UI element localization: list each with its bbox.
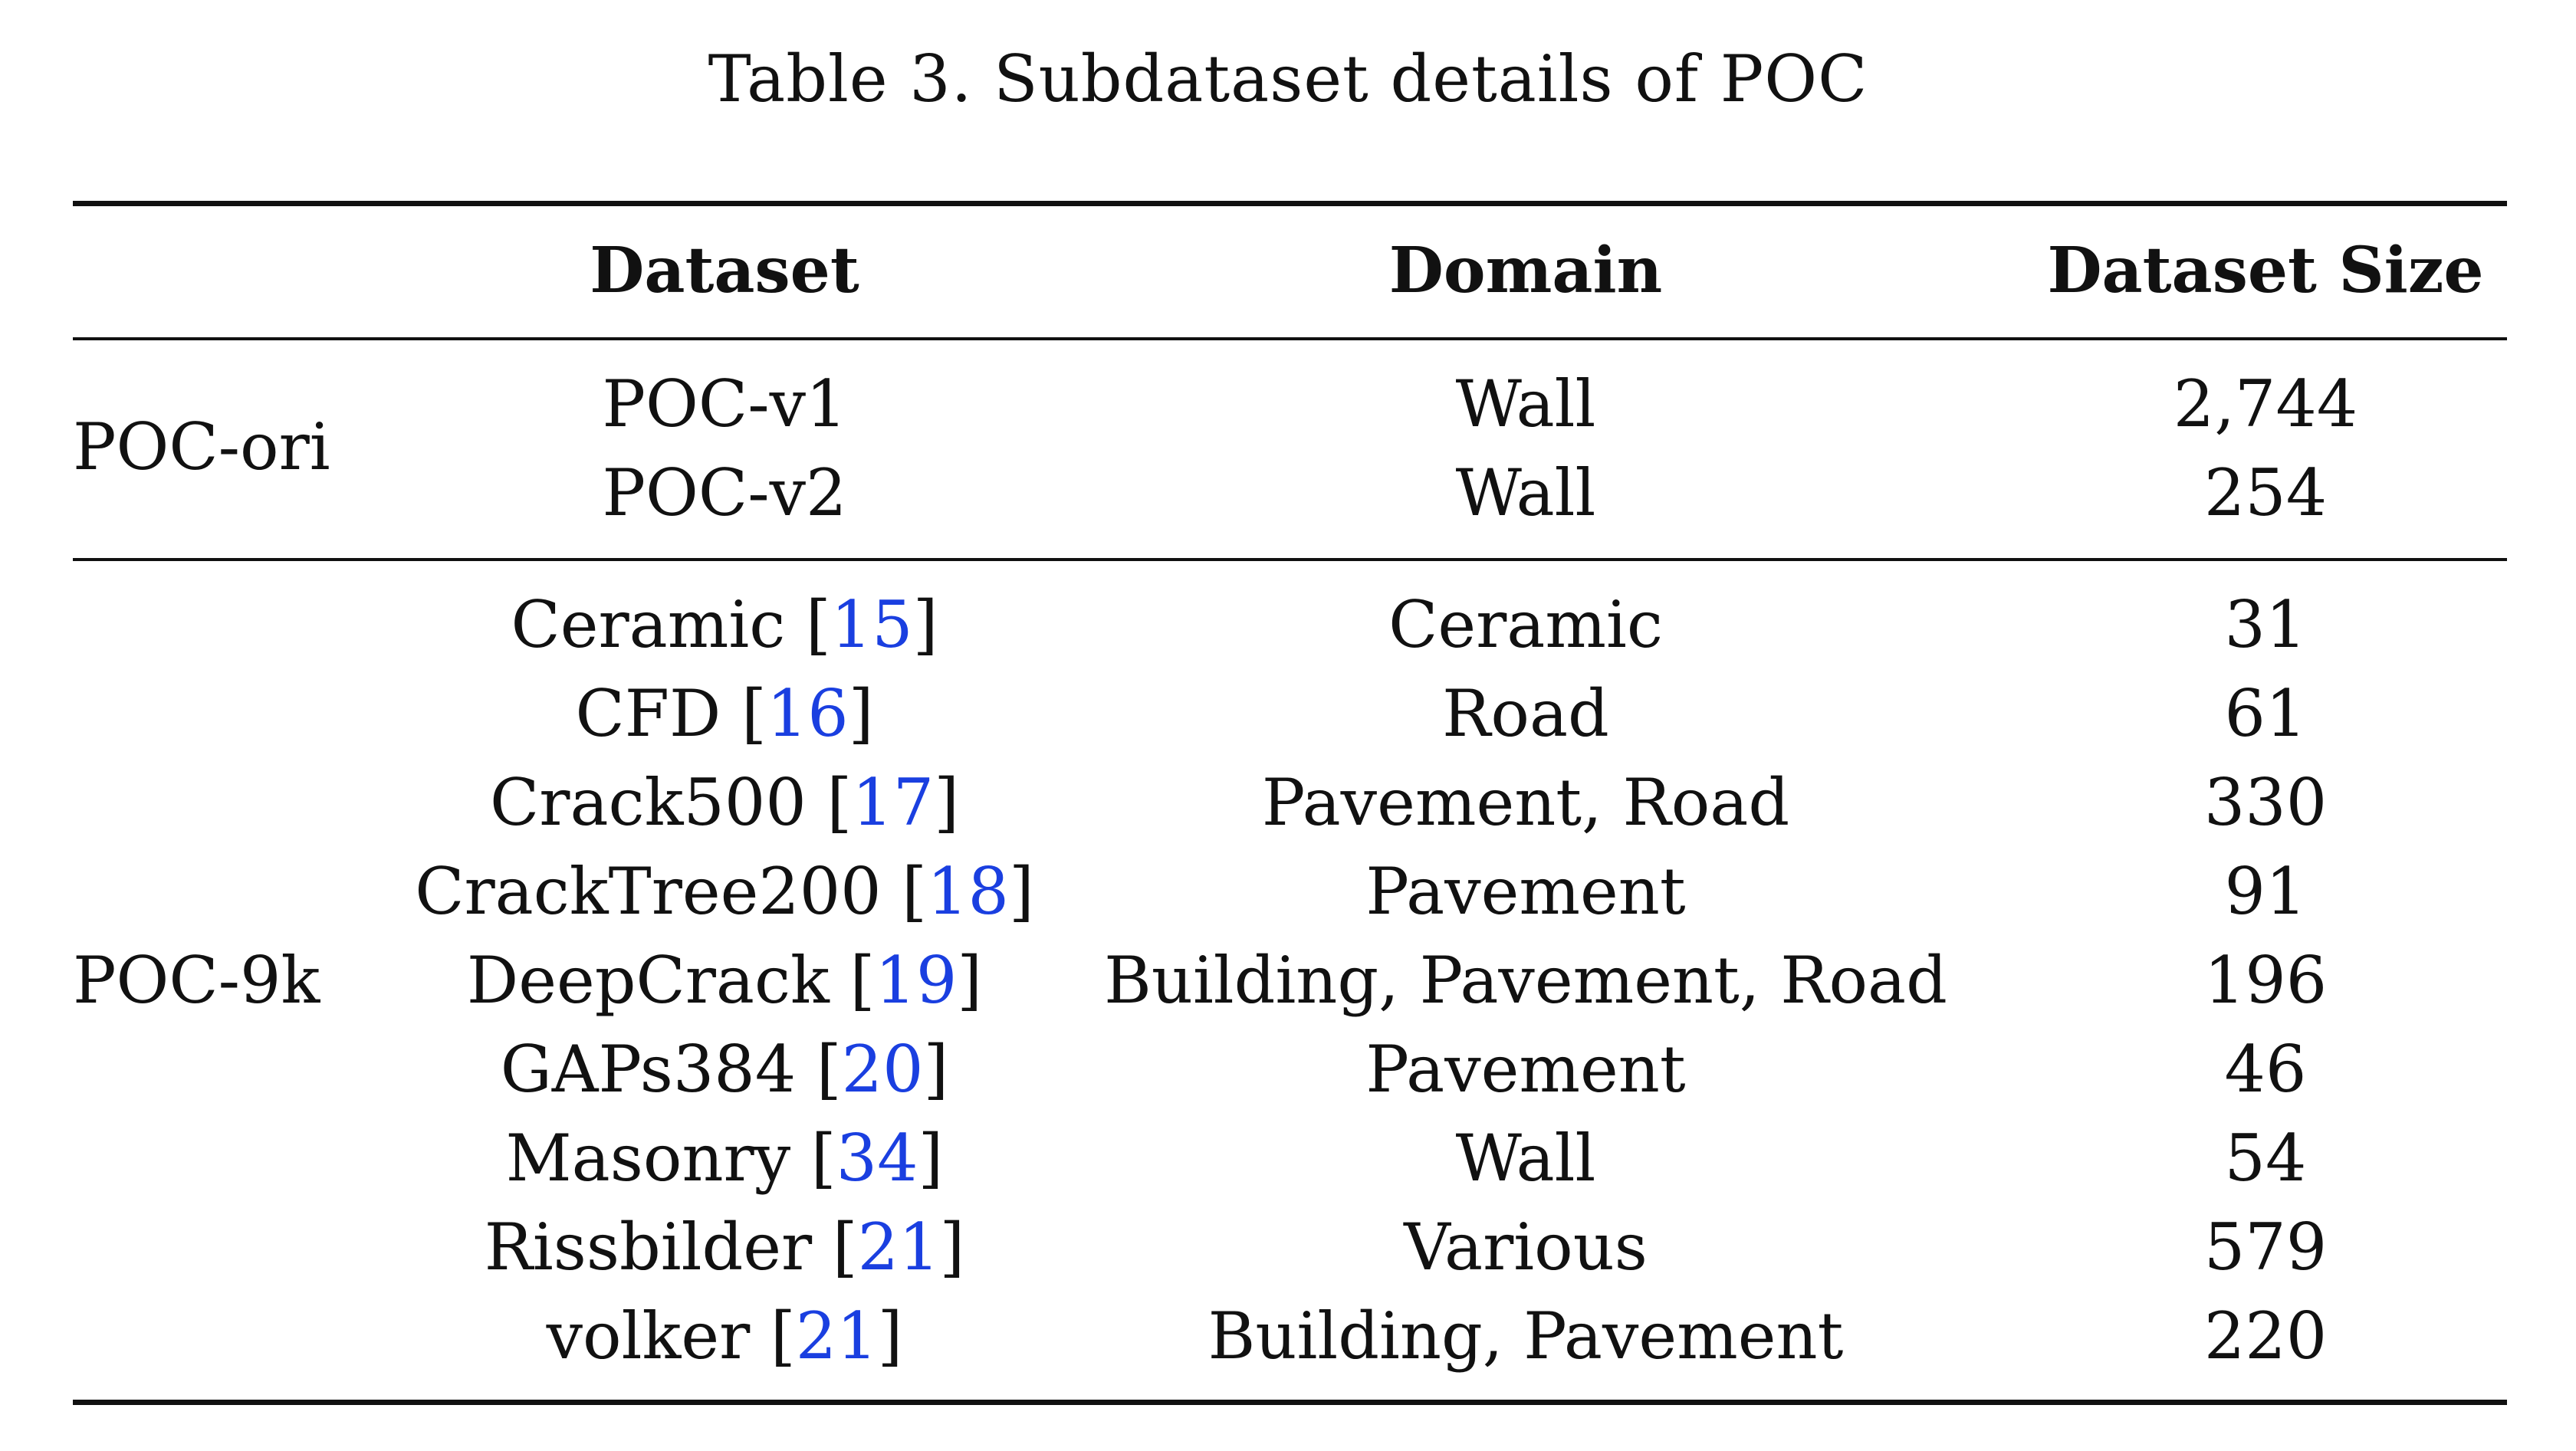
dataset-name: CFD [575, 676, 721, 751]
dataset-size: 91 [2224, 854, 2307, 929]
group-label-poc-9k: POC-9k [73, 943, 320, 1018]
dataset-domain: Road [1442, 676, 1609, 751]
dataset-size: 579 [2203, 1210, 2328, 1285]
dataset-size: 254 [2203, 455, 2328, 530]
dataset-domain: Wall [1455, 455, 1596, 530]
top-rule [73, 201, 2507, 206]
header-rule [73, 337, 2507, 340]
dataset-domain: Pavement [1365, 854, 1686, 929]
citation-link[interactable]: 16 [766, 676, 849, 751]
dataset-domain: Wall [1455, 1121, 1596, 1196]
citation-link[interactable]: 20 [841, 1032, 924, 1107]
dataset-domain: Building, Pavement [1208, 1298, 1844, 1374]
citation-link[interactable]: 17 [852, 765, 935, 840]
dataset-name-with-citation: volker [21] [546, 1298, 903, 1374]
dataset-size: 31 [2224, 587, 2307, 662]
citation-link[interactable]: 15 [830, 587, 913, 662]
dataset-domain: Various [1404, 1210, 1648, 1285]
dataset-size: 220 [2203, 1298, 2328, 1374]
dataset-domain: Building, Pavement, Road [1104, 943, 1947, 1018]
dataset-size: 330 [2203, 765, 2328, 840]
dataset-name-with-citation: DeepCrack [19] [466, 943, 983, 1018]
dataset-name-with-citation: CFD [16] [575, 676, 874, 751]
dataset-domain: Pavement [1365, 1032, 1686, 1107]
dataset-name-with-citation: Crack500 [17] [490, 765, 959, 840]
dataset-domain: Pavement, Road [1261, 765, 1790, 840]
dataset-name: Ceramic [511, 587, 786, 662]
dataset-name: POC-v1 [602, 366, 847, 442]
citation-link[interactable]: 18 [927, 854, 1009, 929]
dataset-size: 54 [2224, 1121, 2307, 1196]
header-dataset: Dataset [590, 234, 859, 307]
dataset-domain: Wall [1455, 366, 1596, 442]
dataset-name: Rissbilder [484, 1210, 813, 1285]
citation-link[interactable]: 21 [857, 1210, 940, 1285]
header-dataset-size: Dataset Size [2047, 234, 2484, 307]
dataset-domain: Ceramic [1388, 587, 1663, 662]
dataset-name: Crack500 [490, 765, 807, 840]
dataset-size: 196 [2203, 943, 2328, 1018]
bottom-rule [73, 1400, 2507, 1405]
citation-link[interactable]: 34 [836, 1121, 918, 1196]
dataset-name-with-citation: CrackTree200 [18] [415, 854, 1034, 929]
table-caption: Table 3. Subdataset details of POC [708, 41, 1868, 117]
header-domain: Domain [1388, 234, 1663, 307]
dataset-size: 46 [2224, 1032, 2307, 1107]
dataset-name: CrackTree200 [415, 854, 882, 929]
dataset-name: DeepCrack [466, 943, 830, 1018]
citation-link[interactable]: 21 [795, 1298, 878, 1374]
dataset-name: GAPs384 [500, 1032, 797, 1107]
dataset-name-with-citation: Masonry [34] [505, 1121, 944, 1196]
dataset-name-with-citation: Ceramic [15] [511, 587, 938, 662]
dataset-name: Masonry [505, 1121, 791, 1196]
dataset-name: POC-v2 [602, 455, 847, 530]
group-rule [73, 558, 2507, 561]
dataset-size: 2,744 [2173, 366, 2358, 442]
dataset-name-with-citation: GAPs384 [20] [500, 1032, 949, 1107]
dataset-size: 61 [2224, 676, 2307, 751]
dataset-name-with-citation: Rissbilder [21] [484, 1210, 965, 1285]
citation-link[interactable]: 19 [875, 943, 958, 1018]
group-label-poc-ori: POC-ori [73, 409, 330, 484]
dataset-name: volker [546, 1298, 751, 1374]
